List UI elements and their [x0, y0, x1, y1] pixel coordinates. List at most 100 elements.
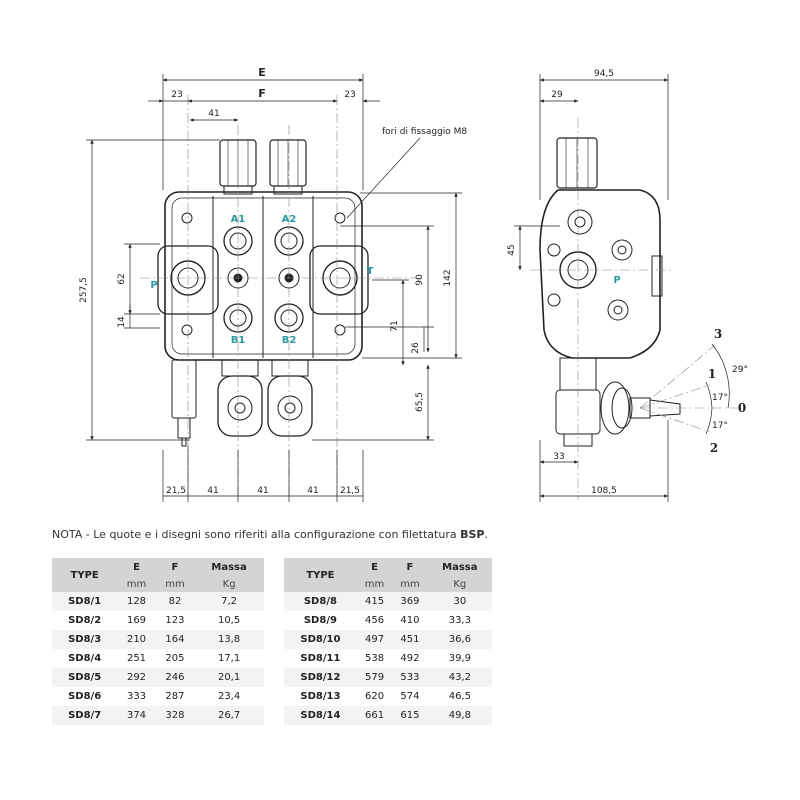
cell-massa: 17,1 — [194, 649, 264, 668]
side-dimensions — [514, 74, 730, 502]
header-massa: Massa — [427, 558, 492, 576]
port-p: P — [150, 280, 157, 291]
cell-f: 492 — [392, 649, 428, 668]
cell-type: SD8/7 — [52, 706, 118, 725]
front-centerlines — [140, 95, 420, 495]
cell-type: SD8/1 — [52, 592, 118, 611]
cell-e: 169 — [117, 611, 156, 630]
cell-type: SD8/5 — [52, 668, 118, 687]
dim-45: 45 — [507, 244, 517, 255]
header-massa: Massa — [194, 558, 264, 576]
cell-e: 210 — [117, 630, 156, 649]
cell-massa: 33,3 — [427, 611, 492, 630]
lever-pos-3: 3 — [714, 327, 722, 341]
dim-108: 108,5 — [591, 486, 617, 496]
unit-f: mm — [392, 576, 428, 592]
dim-bottom-2: 41 — [207, 486, 218, 496]
port-b1: B1 — [231, 335, 246, 346]
dim-e: E — [258, 66, 266, 79]
cell-e: 128 — [117, 592, 156, 611]
angle-29: 29° — [732, 365, 748, 375]
cell-massa: 49,8 — [427, 706, 492, 725]
cell-e: 620 — [356, 687, 393, 706]
dim-65: 65,5 — [415, 392, 425, 412]
cell-e: 579 — [356, 668, 393, 687]
front-dimensions — [86, 74, 462, 502]
cell-e: 456 — [356, 611, 393, 630]
cell-e: 292 — [117, 668, 156, 687]
cell-f: 82 — [155, 592, 195, 611]
lever-pos-0: 0 — [738, 401, 746, 415]
cell-type: SD8/2 — [52, 611, 118, 630]
cell-massa: 13,8 — [194, 630, 264, 649]
dim-29: 29 — [551, 90, 563, 100]
port-a1: A1 — [231, 214, 246, 225]
cell-massa: 7,2 — [194, 592, 264, 611]
port-a2: A2 — [282, 214, 297, 225]
cell-massa: 30 — [427, 592, 492, 611]
dim-left-23: 23 — [171, 90, 182, 100]
front-dimension-texts: E F 23 23 41 257,5 62 14 90 142 71 26 65… — [79, 66, 467, 496]
dim-90: 90 — [415, 274, 425, 286]
cell-type: SD8/14 — [284, 706, 357, 725]
note-bold: BSP — [460, 528, 485, 541]
cell-f: 369 — [392, 592, 428, 611]
dim-top-41: 41 — [208, 109, 219, 119]
cell-massa: 43,2 — [427, 668, 492, 687]
header-type: TYPE — [284, 558, 357, 592]
header-type: TYPE — [52, 558, 118, 592]
cell-type: SD8/11 — [284, 649, 357, 668]
cell-massa: 39,9 — [427, 649, 492, 668]
unit-massa: Kg — [427, 576, 492, 592]
side-dimension-texts: 94,5 29 45 33 108,5 P 3 1 0 2 29° 17° 17… — [507, 69, 748, 496]
dim-26: 26 — [411, 342, 421, 354]
callout-mounting-holes: fori di fissaggio M8 — [382, 127, 467, 137]
angle-17-upper: 17° — [712, 393, 728, 403]
port-t: T — [367, 266, 374, 277]
note-prefix: NOTA - Le quote e i disegni sono riferit… — [52, 528, 457, 541]
cell-type: SD8/13 — [284, 687, 357, 706]
cell-f: 410 — [392, 611, 428, 630]
cell-type: SD8/10 — [284, 630, 357, 649]
note-suffix: . — [484, 528, 488, 541]
side-view — [539, 137, 681, 447]
unit-e: mm — [117, 576, 156, 592]
cell-type: SD8/12 — [284, 668, 357, 687]
cell-type: SD8/4 — [52, 649, 118, 668]
cell-massa: 10,5 — [194, 611, 264, 630]
cell-type: SD8/9 — [284, 611, 357, 630]
cell-type: SD8/3 — [52, 630, 118, 649]
lever-pos-2: 2 — [710, 441, 718, 455]
dim-right-23: 23 — [344, 90, 355, 100]
side-centerlines — [530, 118, 738, 500]
dim-33: 33 — [553, 452, 564, 462]
port-labels: A1 A2 B1 B2 P T — [150, 214, 373, 346]
dim-94: 94,5 — [594, 69, 614, 79]
side-port-p: P — [613, 275, 620, 286]
cell-e: 661 — [356, 706, 393, 725]
cell-f: 287 — [155, 687, 195, 706]
cell-f: 328 — [155, 706, 195, 725]
port-b2: B2 — [282, 335, 297, 346]
header-f: F — [155, 558, 195, 576]
cell-f: 246 — [155, 668, 195, 687]
dim-14: 14 — [117, 316, 127, 328]
header-e: E — [117, 558, 156, 576]
cell-e: 333 — [117, 687, 156, 706]
cell-e: 415 — [356, 592, 393, 611]
cell-e: 538 — [356, 649, 393, 668]
